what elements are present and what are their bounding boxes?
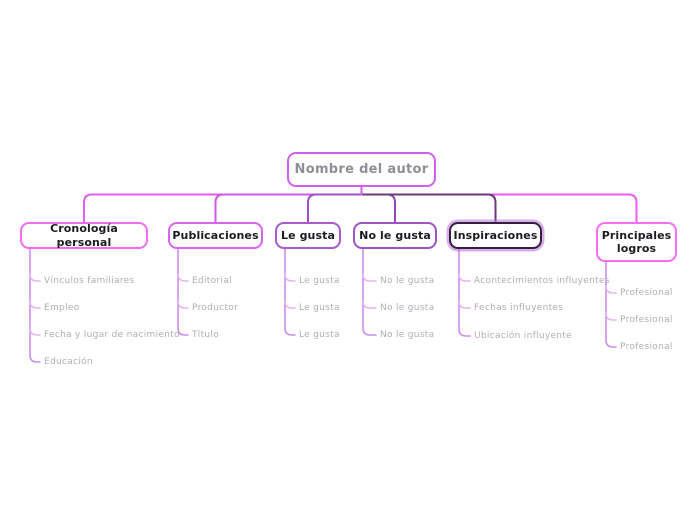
child-topic[interactable]: Título (192, 330, 220, 340)
child-topic[interactable]: Le gusta (299, 330, 340, 340)
branch-label: Principales logros (601, 228, 672, 255)
child-wire-stub (29, 273, 41, 282)
child-wire-stub (284, 273, 296, 282)
branch-node-no-le-gusta[interactable]: No le gusta (353, 222, 437, 249)
child-wire-stub (605, 285, 617, 294)
child-wire-stub (29, 327, 41, 336)
child-topic[interactable]: Fechas influyentes (474, 303, 564, 313)
branch-node-publicaciones[interactable]: Publicaciones (168, 222, 263, 249)
branch-label: Le gusta (280, 228, 336, 242)
root-node[interactable]: Nombre del autor (287, 152, 436, 187)
branch-node-cronologia-personal[interactable]: Cronología personal (20, 222, 148, 249)
child-wire-main-logros (605, 261, 617, 348)
child-wire-main-publicaciones (177, 248, 189, 336)
child-wire-stub (284, 300, 296, 309)
connector-root-to-branch-cronologia (83, 193, 362, 222)
connector-root-to-branch-legusta (307, 193, 362, 222)
child-topic[interactable]: Acontecimientos influyentes (474, 276, 610, 286)
child-wire-stub (458, 273, 471, 282)
child-topic[interactable]: Profesional (620, 315, 673, 325)
child-topic[interactable]: Ubicación influyente (474, 331, 572, 341)
child-topic[interactable]: Editorial (192, 276, 232, 286)
connector-root-to-branch-nolegusta (361, 193, 396, 222)
child-topic[interactable]: Fecha y lugar de nacimiento (44, 330, 180, 340)
child-wire-main-nolegusta (362, 248, 377, 336)
child-wire-main-legusta (284, 248, 296, 336)
child-wire-stub (362, 300, 377, 309)
branch-node-le-gusta[interactable]: Le gusta (275, 222, 341, 249)
branch-label: No le gusta (359, 228, 431, 242)
child-wire-stub (605, 312, 617, 321)
child-wire-main-cronologia (29, 248, 41, 363)
child-wire-stub (29, 300, 41, 309)
child-wire-stub (362, 273, 377, 282)
child-topic[interactable]: Productor (192, 303, 239, 313)
child-topic[interactable]: Vínculos familiares (44, 276, 135, 286)
child-topic[interactable]: Educación (44, 357, 93, 367)
branch-label: Cronología personal (50, 222, 118, 249)
branch-label: Inspiraciones (453, 228, 538, 242)
branch-node-inspiraciones[interactable]: Inspiraciones (449, 222, 542, 249)
child-wire-main-inspiraciones (458, 248, 471, 337)
connector-root-to-branch-inspiraciones (361, 193, 497, 222)
child-topic[interactable]: Empleo (44, 303, 80, 313)
branch-label: Publicaciones (172, 228, 259, 242)
child-topic[interactable]: Le gusta (299, 303, 340, 313)
child-wire-stub (177, 273, 189, 282)
connector-root-to-branch-publicaciones (214, 193, 362, 222)
child-topic[interactable]: Profesional (620, 342, 673, 352)
connector-root-to-branch-logros (361, 193, 638, 222)
child-topic[interactable]: No le gusta (380, 303, 435, 313)
child-wire-stub (458, 300, 471, 309)
child-wire-stub (177, 300, 189, 309)
child-topic[interactable]: No le gusta (380, 330, 435, 340)
child-topic[interactable]: Le gusta (299, 276, 340, 286)
child-topic[interactable]: Profesional (620, 288, 673, 298)
child-topic[interactable]: No le gusta (380, 276, 435, 286)
root-node-label: Nombre del autor (294, 161, 429, 177)
branch-node-principales-logros[interactable]: Principales logros (596, 222, 677, 262)
